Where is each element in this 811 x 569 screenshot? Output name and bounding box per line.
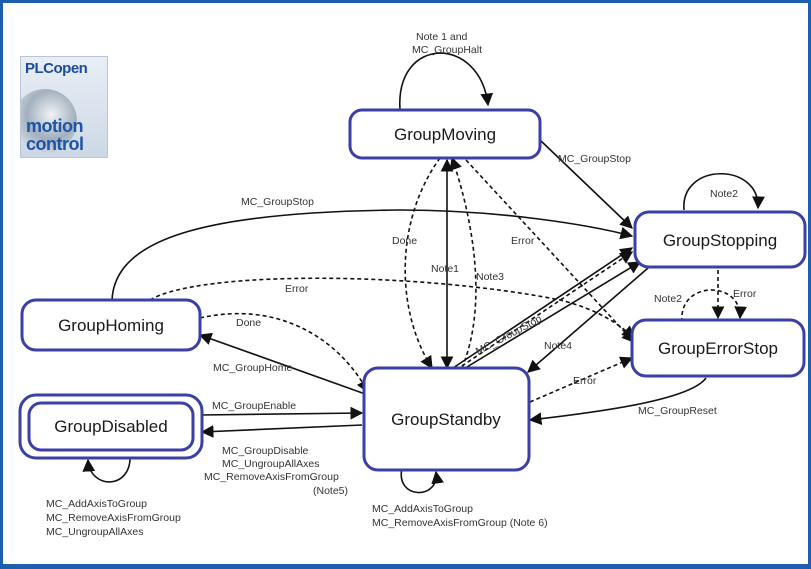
label-moving-to-stopping: MC_GroupStop — [558, 153, 631, 165]
label-stopping-self: Note2 — [710, 188, 738, 200]
label-standby-self-2: MC_RemoveAxisFromGroup (Note 6) — [372, 517, 548, 529]
edge-standby-to-disabled — [200, 424, 363, 438]
plcopen-logo: PLCopen motion control — [20, 56, 108, 158]
label-note3: Note3 — [476, 271, 504, 283]
label-errorstop-to-standby: MC_GroupReset — [638, 405, 717, 417]
edge-standby-to-homing — [198, 332, 369, 396]
state-groupstopping — [633, 210, 807, 269]
label-standby-self-1: MC_AddAxisToGroup — [372, 503, 473, 515]
edge-disabled-to-standby — [199, 406, 364, 420]
edge-stopping-to-standby — [527, 267, 649, 373]
state-groupstopping-label: GroupStopping — [663, 231, 777, 250]
label-done-moving: Done — [392, 235, 417, 247]
label-disabled-self-3: MC_UngroupAllAxes — [46, 526, 143, 538]
label-standby-to-homing: MC_GroupHome — [213, 362, 293, 374]
label-moving-self-2: MC_GroupHalt — [412, 44, 482, 56]
logo-text-control: control — [26, 134, 84, 154]
state-grouperrorstop-label: GroupErrorStop — [658, 339, 778, 358]
state-groupdisabled-label: GroupDisabled — [54, 417, 167, 436]
label-disabled-to-standby: MC_GroupEnable — [212, 400, 296, 412]
state-groupmoving — [348, 108, 542, 160]
state-grouperrorstop — [630, 318, 806, 378]
state-grouphoming — [20, 298, 202, 352]
label-error-moving: Error — [511, 235, 535, 247]
label-disabled-self-1: MC_AddAxisToGroup — [46, 498, 147, 510]
edge-standby-to-stopping-b — [461, 261, 642, 371]
edge-disabled-self — [82, 454, 131, 483]
edge-standby-to-errorstop — [529, 356, 634, 403]
logo-swirl — [21, 89, 77, 153]
edge-homing-to-standby-done — [199, 312, 369, 394]
edge-errorstop-self — [681, 289, 747, 323]
label-standby-to-disabled-4: (Note5) — [313, 485, 348, 497]
logo-text-motion: motion — [26, 116, 84, 136]
state-groupmoving-label: GroupMoving — [394, 125, 496, 144]
label-standby-to-stopping: MC_GroupStop — [474, 313, 544, 358]
state-groupstandby-label: GroupStandby — [391, 410, 501, 429]
state-groupdisabled-inner — [27, 401, 195, 452]
label-stopping-to-errorstop: Error — [733, 288, 757, 300]
edge-moving-to-stopping — [539, 139, 633, 229]
edge-errorstop-to-standby — [528, 377, 707, 426]
label-done-homing: Done — [236, 317, 261, 329]
label-standby-to-disabled-1: MC_GroupDisable — [222, 445, 309, 457]
label-disabled-self-2: MC_RemoveAxisFromGroup — [46, 512, 181, 524]
edge-moving-to-standby-done — [404, 157, 441, 370]
label-note1: Note1 — [431, 263, 459, 275]
state-groupstandby — [362, 366, 531, 472]
label-homing-to-stopping: MC_GroupStop — [241, 196, 314, 208]
edge-stopping-self — [683, 172, 765, 211]
edge-moving-error-dashed — [449, 156, 477, 369]
label-note4: Note4 — [544, 340, 572, 352]
label-homing-to-errorstop: Error — [285, 283, 309, 295]
edge-homing-to-errorstop — [149, 277, 635, 339]
label-standby-to-disabled-2: MC_UngroupAllAxes — [222, 458, 319, 470]
edge-homing-to-stopping — [111, 209, 634, 301]
label-moving-self-1: Note 1 and — [416, 31, 468, 43]
edge-moving-to-errorstop — [465, 159, 635, 343]
state-grouphoming-label: GroupHoming — [58, 316, 164, 335]
label-errorstop-self: Note2 — [654, 293, 682, 305]
edge-standby-self — [400, 467, 444, 494]
edge-standby-to-stopping-a — [449, 247, 634, 371]
edge-moving-self — [399, 52, 494, 111]
label-standby-to-errorstop: Error — [573, 375, 597, 387]
label-standby-to-disabled-3: MC_RemoveAxisFromGroup — [204, 471, 339, 483]
edge-note3-dashed — [455, 251, 634, 371]
logo-text-plcopen: PLCopen — [25, 60, 88, 77]
